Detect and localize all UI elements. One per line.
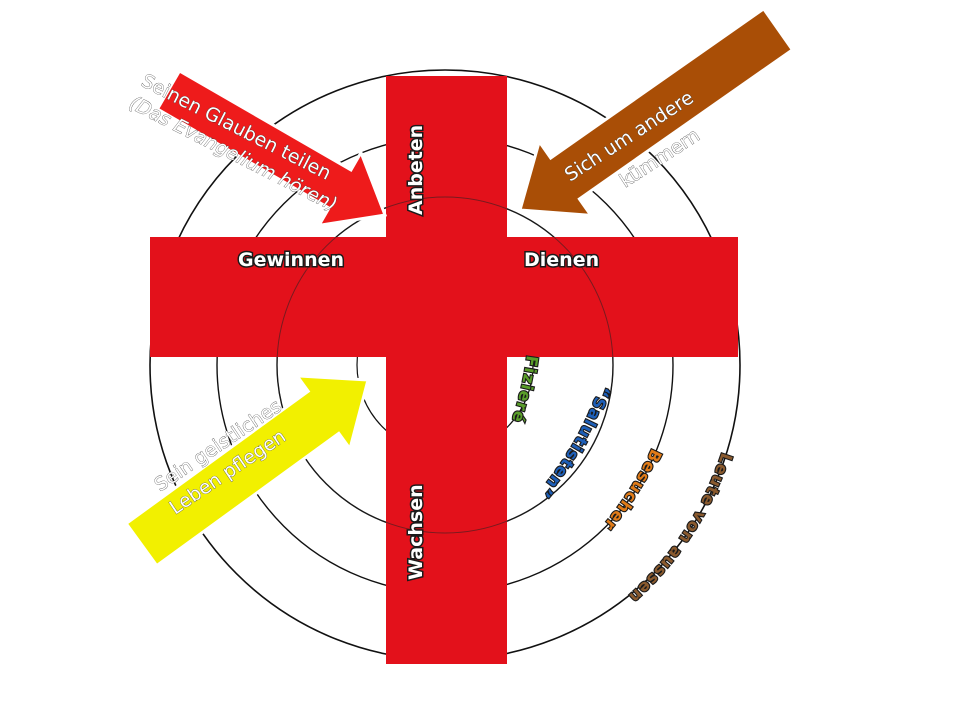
arrow-yellow — [124, 374, 370, 568]
ring-label-third: Besucher — [600, 446, 665, 534]
arrow-yellow-shape — [124, 374, 370, 568]
ring-label-second: “Salutisten” — [535, 384, 614, 503]
arrow-red-shape — [155, 68, 388, 228]
arrow-brown-shape — [518, 6, 795, 218]
label-anbeten: Anbeten — [405, 125, 427, 215]
label-wachsen: Wachsen — [405, 484, 427, 580]
label-dienen: Dienen — [524, 249, 599, 271]
ring-label-inner-path: Fizieré — [507, 353, 542, 426]
ring-label-third-path: Besucher — [599, 445, 666, 536]
cross-horizontal-bar — [150, 237, 738, 357]
ring-label-second-path: “Salutisten” — [534, 383, 614, 504]
red-cross — [150, 76, 738, 664]
label-gewinnen: Gewinnen — [238, 249, 344, 271]
arrow-red — [155, 68, 388, 228]
arrow-brown — [518, 6, 795, 218]
ring-label-inner: Fizieré — [508, 354, 542, 425]
cross-vertical-bar — [386, 76, 507, 664]
ring-second-overlay — [276, 196, 614, 534]
